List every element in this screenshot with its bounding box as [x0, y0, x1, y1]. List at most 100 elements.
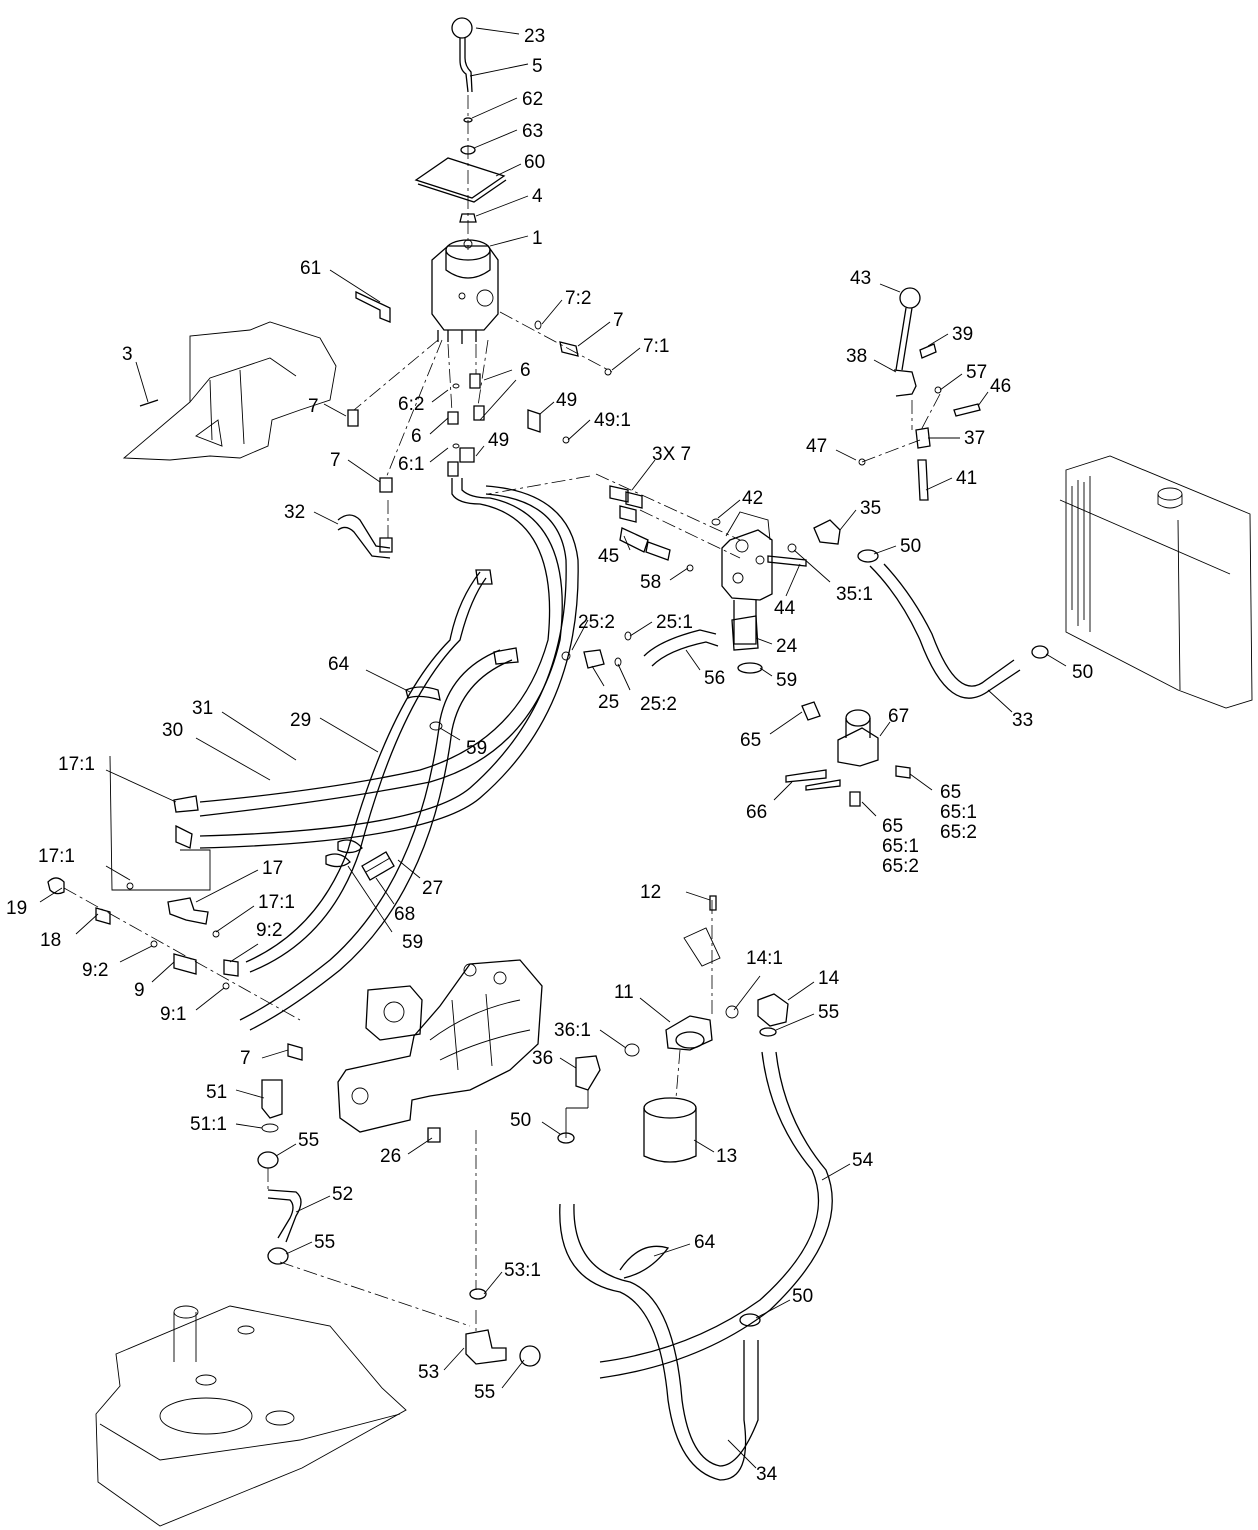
tee-fitting-53 [279, 1130, 541, 1367]
callout-68: 68 [394, 904, 415, 925]
callout-58: 58 [640, 572, 661, 593]
callout-18: 18 [40, 930, 61, 951]
fitting-14 [757, 993, 789, 1037]
callout-43: 43 [850, 268, 871, 289]
callout-45: 45 [598, 546, 619, 567]
callout-50-c: 50 [510, 1110, 531, 1131]
fitting-7-right [499, 311, 613, 376]
callout-5: 5 [532, 56, 543, 77]
nut-4 [459, 213, 477, 223]
callout-24: 24 [776, 636, 798, 657]
callout-32: 32 [284, 502, 305, 523]
filter-head-11 [624, 895, 739, 1057]
hydraulic-tank [95, 1305, 407, 1527]
callout-30: 30 [162, 720, 183, 741]
callout-3: 3 [122, 344, 133, 365]
bolts-42-44 [711, 518, 807, 567]
callout-6-1: 6:1 [398, 454, 424, 475]
fitting-7-pump [287, 1043, 303, 1061]
fittings-3x7 [487, 473, 741, 559]
electrical-connector-45 [619, 527, 694, 572]
callout-51: 51 [206, 1082, 227, 1103]
callout-27: 27 [422, 878, 443, 899]
callout-55-b: 55 [298, 1130, 319, 1151]
callout-37: 37 [964, 428, 985, 449]
callout-35-1: 35:1 [836, 584, 873, 605]
callout-9-1: 9:1 [160, 1004, 186, 1025]
callout-3x7: 3X 7 [652, 444, 691, 465]
callout-7-2: 7:2 [565, 288, 591, 309]
callout-33: 33 [1012, 710, 1033, 731]
callout-44: 44 [774, 598, 796, 619]
callout-6-c: 6 [411, 426, 422, 447]
callout-29: 29 [290, 710, 311, 731]
hose-54 [599, 1051, 833, 1379]
callout-36-1: 36:1 [554, 1020, 591, 1041]
callout-65-c: 65 [882, 816, 903, 837]
callout-55-d: 55 [474, 1382, 495, 1403]
callout-23: 23 [524, 26, 545, 47]
callout-25-2-a: 25:2 [578, 612, 615, 633]
callout-56: 56 [704, 668, 725, 689]
oil-filter-13 [643, 1049, 697, 1163]
control-valve-1 [431, 239, 499, 344]
callout-9-2-b: 9:2 [82, 960, 108, 981]
callout-62: 62 [522, 89, 543, 110]
callout-53: 53 [418, 1362, 439, 1383]
hoses-27-29-30-31 [199, 478, 579, 1031]
callout-65-2-b: 65:2 [882, 856, 919, 877]
callout-17-1-a: 17:1 [58, 754, 95, 775]
callout-9: 9 [134, 980, 145, 1001]
callout-61: 61 [300, 258, 321, 279]
fitting-35 [813, 519, 879, 563]
callout-17-1-c: 17:1 [258, 892, 295, 913]
callout-36: 36 [532, 1048, 553, 1069]
callout-6-2: 6:2 [398, 394, 424, 415]
callout-7-pump: 7 [240, 1048, 251, 1069]
callout-60: 60 [524, 152, 545, 173]
callout-59-a: 59 [776, 670, 797, 691]
callout-65-b: 65 [940, 782, 961, 803]
callout-46: 46 [990, 376, 1011, 397]
callout-12: 12 [640, 882, 661, 903]
callout-17-1-b: 17:1 [38, 846, 75, 867]
callout-55-a: 55 [818, 1002, 839, 1023]
callout-65-2-a: 65:2 [940, 822, 977, 843]
callout-49-1: 49:1 [594, 410, 631, 431]
control-lever [451, 17, 473, 93]
callout-34: 34 [756, 1464, 778, 1485]
callout-7-1: 7:1 [643, 336, 669, 357]
callout-25-2-b: 25:2 [640, 694, 677, 715]
frame-bracket [122, 321, 337, 461]
valve-port-fittings [347, 339, 570, 493]
callout-9-2-a: 9:2 [256, 920, 282, 941]
callout-52: 52 [332, 1184, 353, 1205]
lever-43-assembly [858, 287, 981, 501]
callout-17: 17 [262, 858, 283, 879]
callout-39: 39 [952, 324, 973, 345]
callout-25: 25 [598, 692, 619, 713]
callout-47: 47 [806, 436, 827, 457]
callout-50-d: 50 [792, 1286, 813, 1307]
leader-lines [39, 27, 1067, 1469]
callout-11: 11 [614, 982, 634, 1003]
hydraulic-pump [337, 959, 543, 1133]
callout-65-1-a: 65:1 [940, 802, 977, 823]
fitting-9 [150, 940, 239, 990]
hose-32 [337, 500, 393, 559]
callout-50-a: 50 [900, 536, 921, 557]
callout-49-a: 49 [556, 390, 577, 411]
callout-31: 31 [192, 698, 213, 719]
callout-42: 42 [742, 488, 763, 509]
callout-65-1-b: 65:1 [882, 836, 919, 857]
fitting-36 [557, 1055, 601, 1144]
boot-plate-60 [414, 157, 507, 203]
solenoid-valve-67 [785, 701, 911, 807]
tee-fittings-17 [109, 755, 220, 938]
auxiliary-valve-24 [721, 511, 773, 674]
callout-labels: 23 5 62 63 60 4 1 61 7:2 7 7:1 3 6 6 6:2… [6, 26, 1093, 1485]
callout-35: 35 [860, 498, 881, 519]
callout-26: 26 [380, 1146, 401, 1167]
bracket-61 [355, 290, 391, 323]
